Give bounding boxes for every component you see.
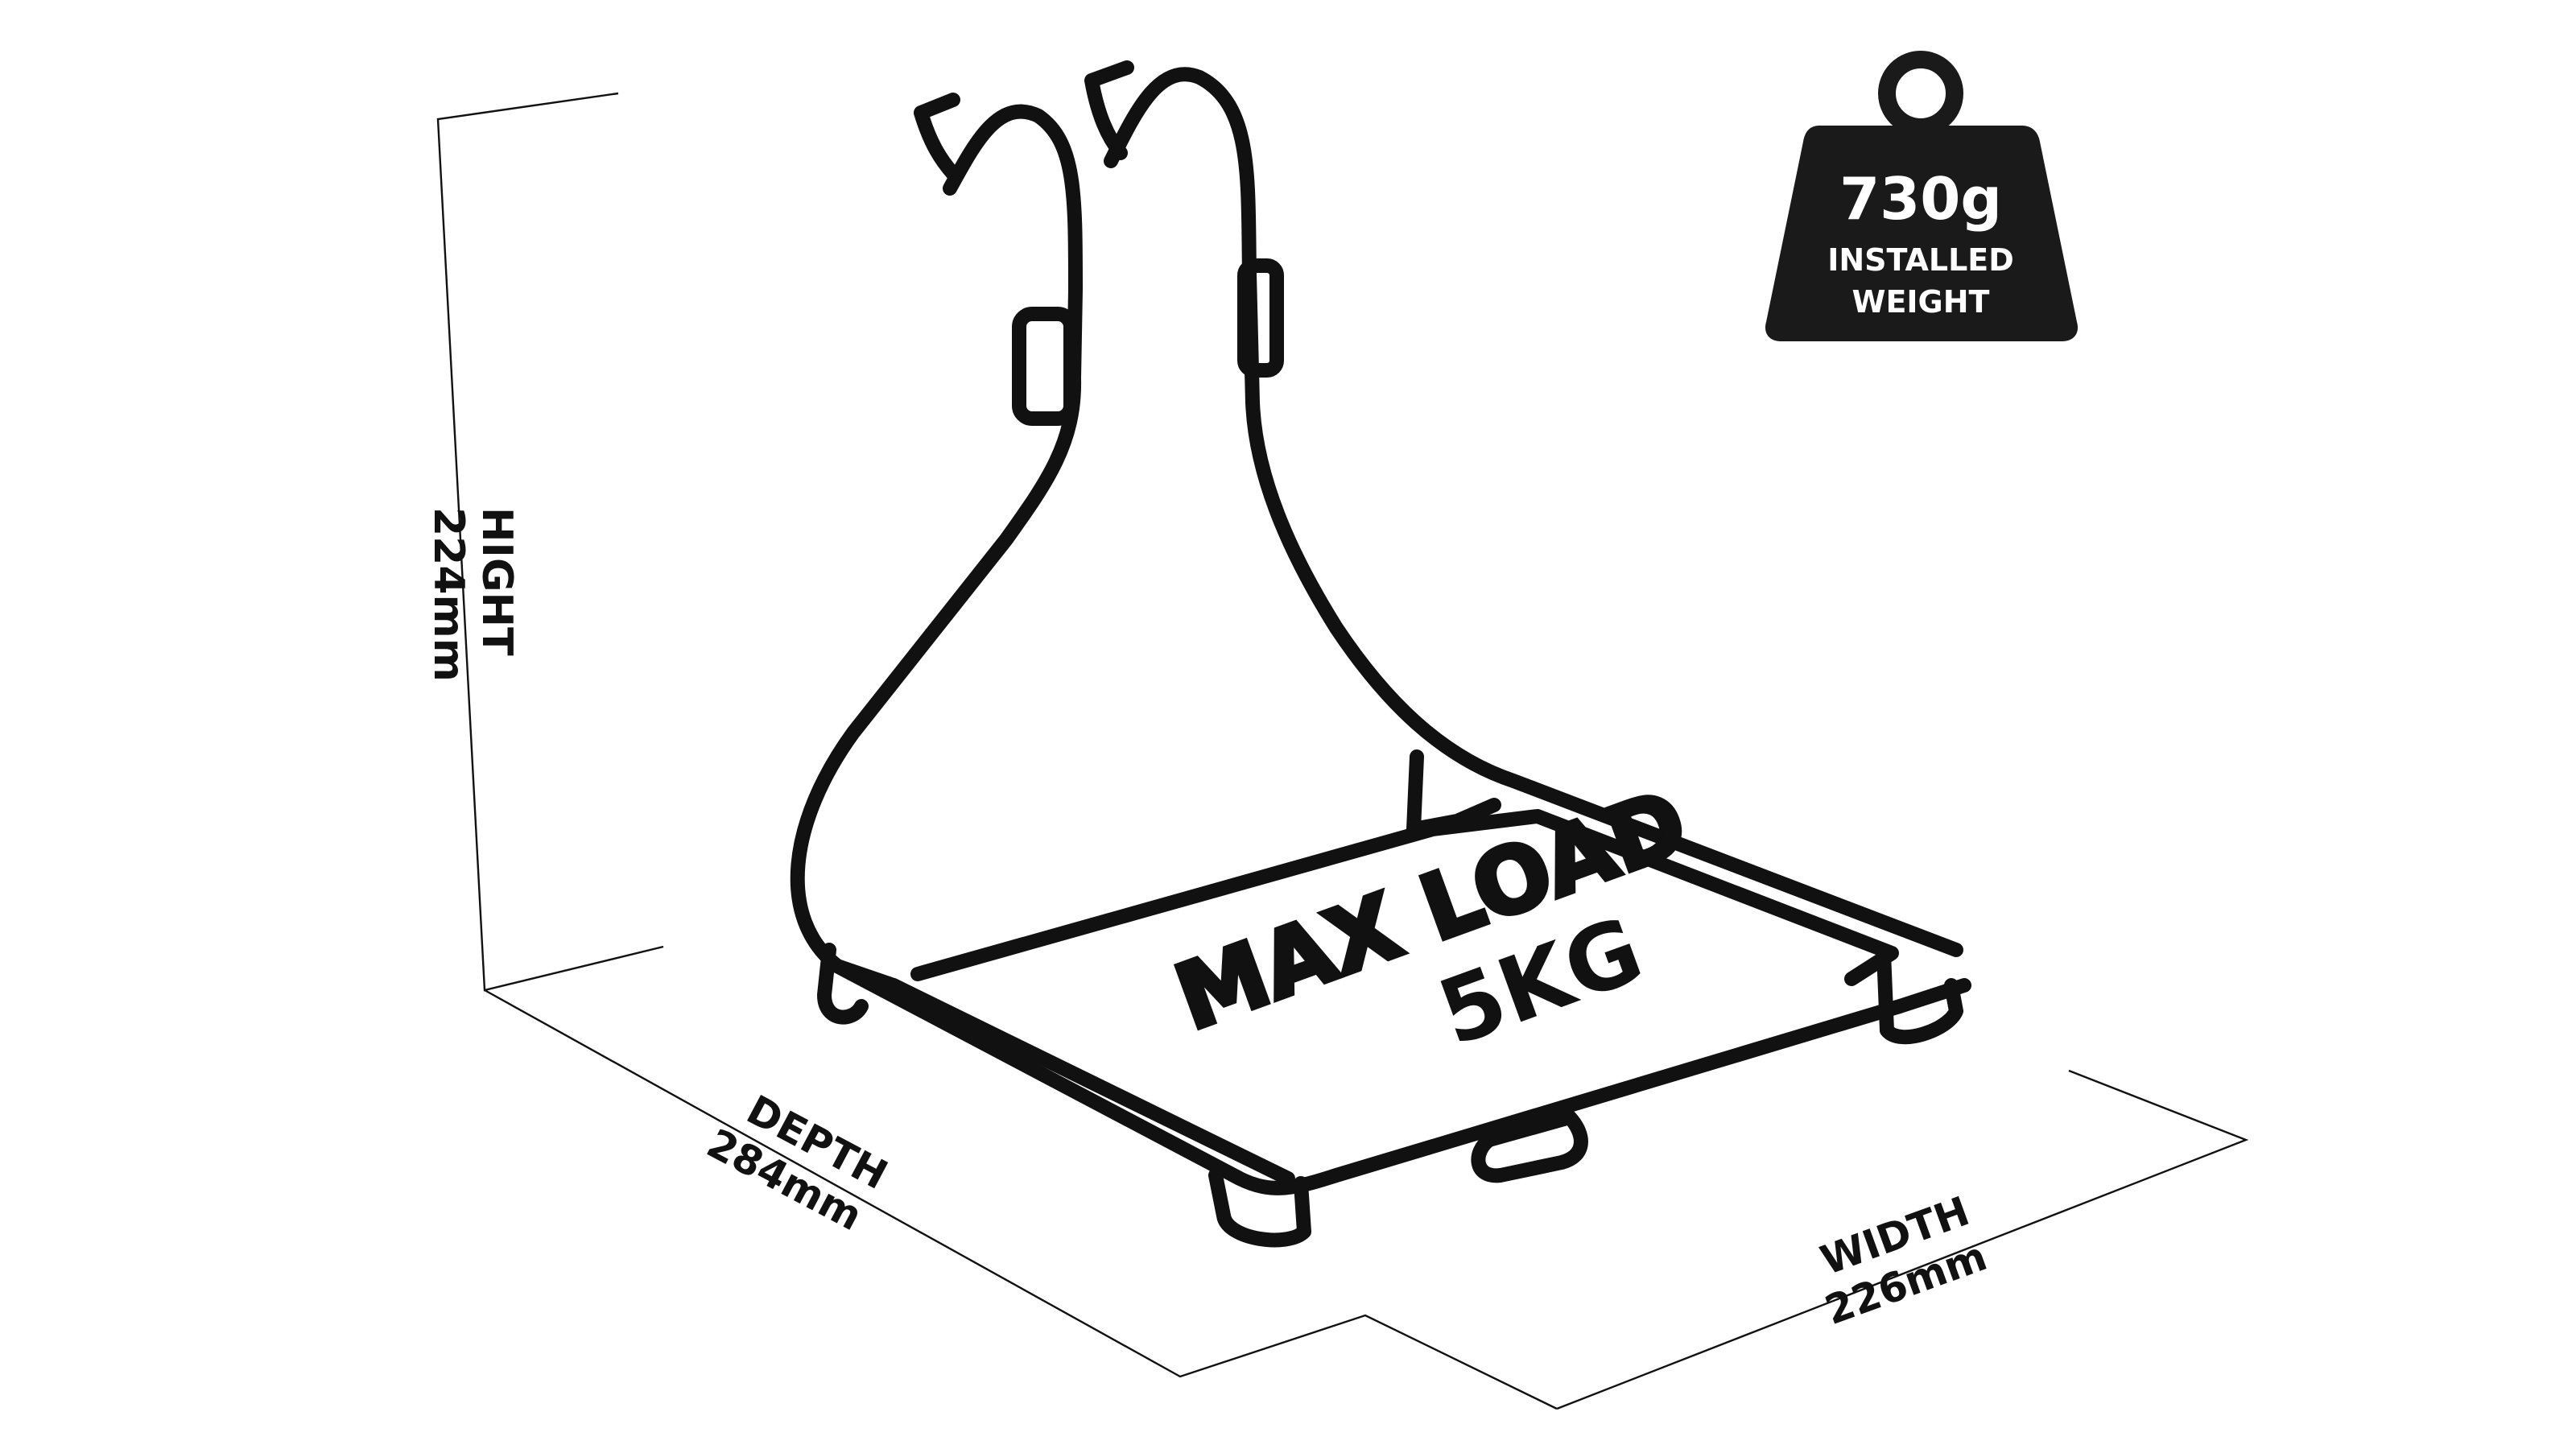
left-corner-clip [817,943,869,1025]
rear-rail [886,978,1295,1186]
rack-frame [790,60,1971,1248]
height-label: HIGHT [473,507,521,656]
left-upright [790,104,1083,993]
weight-badge-ring [1878,51,1963,136]
weight-badge: 730g INSTALLED WEIGHT [1765,51,2079,341]
height-guide [436,92,664,992]
depth-guide [484,989,1558,1410]
depth-dimension: DEPTH 284mm [700,1086,895,1240]
weight-line1: INSTALLED [1827,242,2014,278]
right-hook-clip [1084,60,1134,160]
weight-value: 730g [1839,165,2002,233]
width-dimension: WIDTH 226mm [1814,1187,1992,1334]
rear-right-foot [1406,749,1501,836]
front-rail [830,959,1971,1195]
front-middle-clip [1471,1110,1588,1183]
left-upright-tab [1012,307,1078,426]
right-upright [1104,67,1963,957]
weight-badge-body [1765,126,2079,341]
height-dimension: HIGHT 224mm [424,507,521,682]
height-value: 224mm [424,507,473,682]
dimension-guides [436,92,2249,1410]
weight-line2: WEIGHT [1852,284,1990,320]
right-upright-tab [1237,258,1284,378]
right-corner-clip [1876,946,1963,1045]
width-guide [1556,1069,2249,1410]
front-left-foot [1208,1168,1311,1248]
left-hook-clip [914,93,960,181]
